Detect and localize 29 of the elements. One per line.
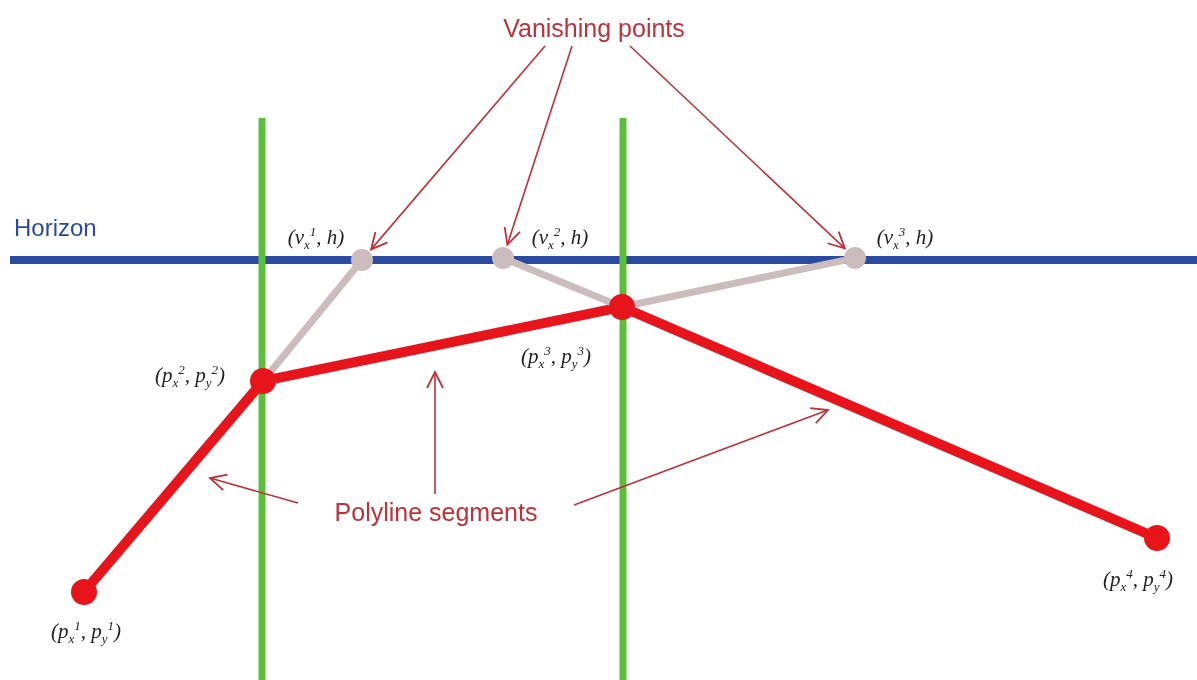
vertex-dot	[250, 368, 276, 394]
polyline-segment	[633, 256, 846, 308]
annotation-text: Vanishing points	[488, 10, 700, 46]
leader-arrow	[573, 407, 829, 506]
polyline-segment	[631, 307, 1148, 538]
point-coordinate-label: (p$_{x}$$^{2}$, p$_{y}$$^{2}$)	[154, 362, 226, 390]
horizon-label: Horizon	[14, 214, 97, 242]
annotation-text: Polyline segments	[298, 494, 574, 530]
point-coordinate-label: (v$_{x}$$^{3}$, h)	[876, 224, 934, 252]
polyline-segment	[267, 265, 359, 374]
leader-arrow	[503, 45, 573, 246]
polyline-segment	[273, 304, 612, 384]
leader-arrow	[209, 473, 299, 504]
vanishing-point-dot	[351, 249, 373, 271]
polyline-segment	[87, 386, 260, 587]
leader-arrow	[629, 45, 846, 250]
vanishing-point-dot	[844, 247, 866, 269]
point-coordinate-label: (p$_{x}$$^{3}$, p$_{y}$$^{3}$)	[520, 343, 592, 371]
point-coordinate-label: (v$_{x}$$^{1}$, h)	[287, 224, 345, 252]
polyline-segment	[510, 258, 613, 306]
point-coordinate-label: (p$_{x}$$^{1}$, p$_{y}$$^{1}$)	[50, 618, 122, 646]
point-coordinate-label: (v$_{x}$$^{2}$, h)	[531, 224, 589, 252]
leader-arrow	[370, 45, 546, 251]
vertex-dot	[71, 579, 97, 605]
vertex-dot	[1144, 525, 1170, 551]
vanishing-point-dot	[492, 247, 514, 269]
vertex-dot	[609, 294, 635, 320]
point-coordinate-label: (p$_{x}$$^{4}$, p$_{y}$$^{4}$)	[1102, 566, 1174, 594]
leader-arrow	[426, 371, 444, 495]
